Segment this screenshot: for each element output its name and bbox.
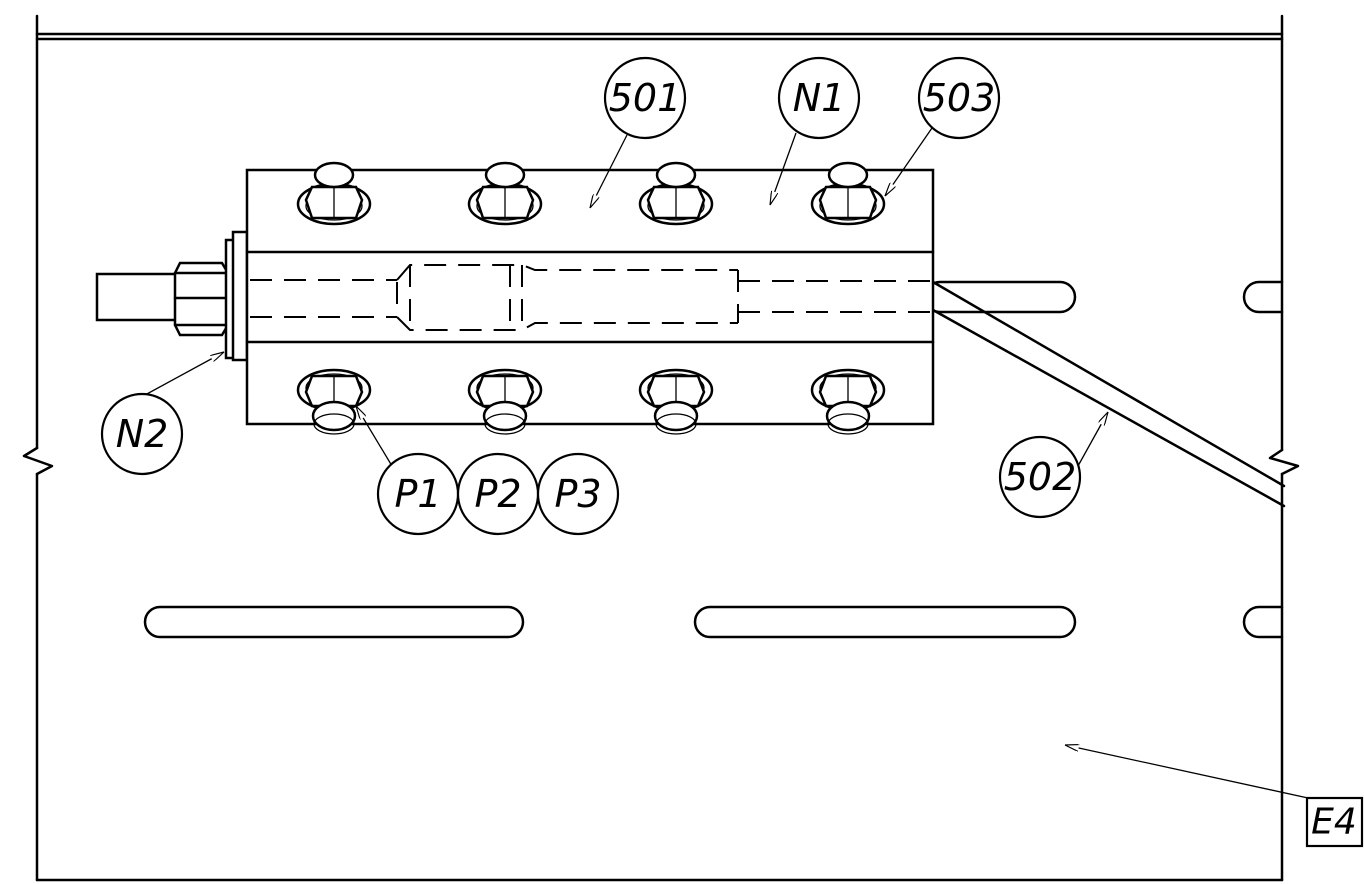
hidden-conductor	[250, 264, 930, 331]
panel-slots	[143, 280, 1284, 639]
bottom-bolt-3	[638, 368, 714, 435]
callout-502-label: 502	[1004, 455, 1077, 499]
top-bolt-1	[296, 161, 372, 226]
callout-e4-label: E4	[1311, 802, 1357, 843]
top-bolt-4	[810, 161, 886, 226]
callout-n1-label: N1	[793, 76, 846, 120]
leader-n2	[144, 351, 224, 396]
threaded-rod	[95, 230, 249, 362]
callout-n1: N1	[777, 56, 861, 140]
callout-p1-label: P1	[394, 472, 441, 516]
leader-e4	[1065, 745, 1309, 799]
callout-501-label: 501	[609, 76, 682, 120]
slot-edge-upper	[1242, 280, 1284, 314]
leader-501	[589, 134, 628, 208]
bottom-bolt-4	[810, 368, 886, 435]
leader-503	[885, 127, 933, 196]
callout-p2-label: P2	[474, 472, 521, 516]
callout-p3-label: P3	[554, 472, 601, 516]
callout-p2: P2	[456, 452, 540, 536]
slot-edge-lower	[1242, 605, 1284, 639]
callout-e4: E4	[1305, 796, 1364, 848]
top-bolt-2	[467, 161, 543, 226]
slot-lower-left	[143, 605, 525, 639]
panel-e4	[22, 14, 1300, 882]
leader-lines	[144, 127, 1309, 799]
leader-502	[1077, 412, 1109, 467]
callout-p1: P1	[376, 452, 460, 536]
bottom-bolt-1	[296, 368, 372, 435]
top-bolt-3	[638, 161, 714, 226]
slot-upper-right	[923, 280, 1077, 314]
callout-502: 502	[998, 435, 1082, 519]
leader-p1	[356, 406, 393, 467]
slot-lower-middle	[693, 605, 1077, 639]
callout-p3: P3	[536, 452, 620, 536]
bottom-bolt-2	[467, 368, 543, 435]
callout-503: 503	[917, 56, 1001, 140]
callout-n2: N2	[100, 392, 184, 476]
cable-502	[931, 280, 1286, 508]
callout-n2-label: N2	[116, 412, 169, 456]
leader-n1	[769, 132, 797, 205]
callout-501: 501	[603, 56, 687, 140]
callout-503-label: 503	[923, 76, 996, 120]
